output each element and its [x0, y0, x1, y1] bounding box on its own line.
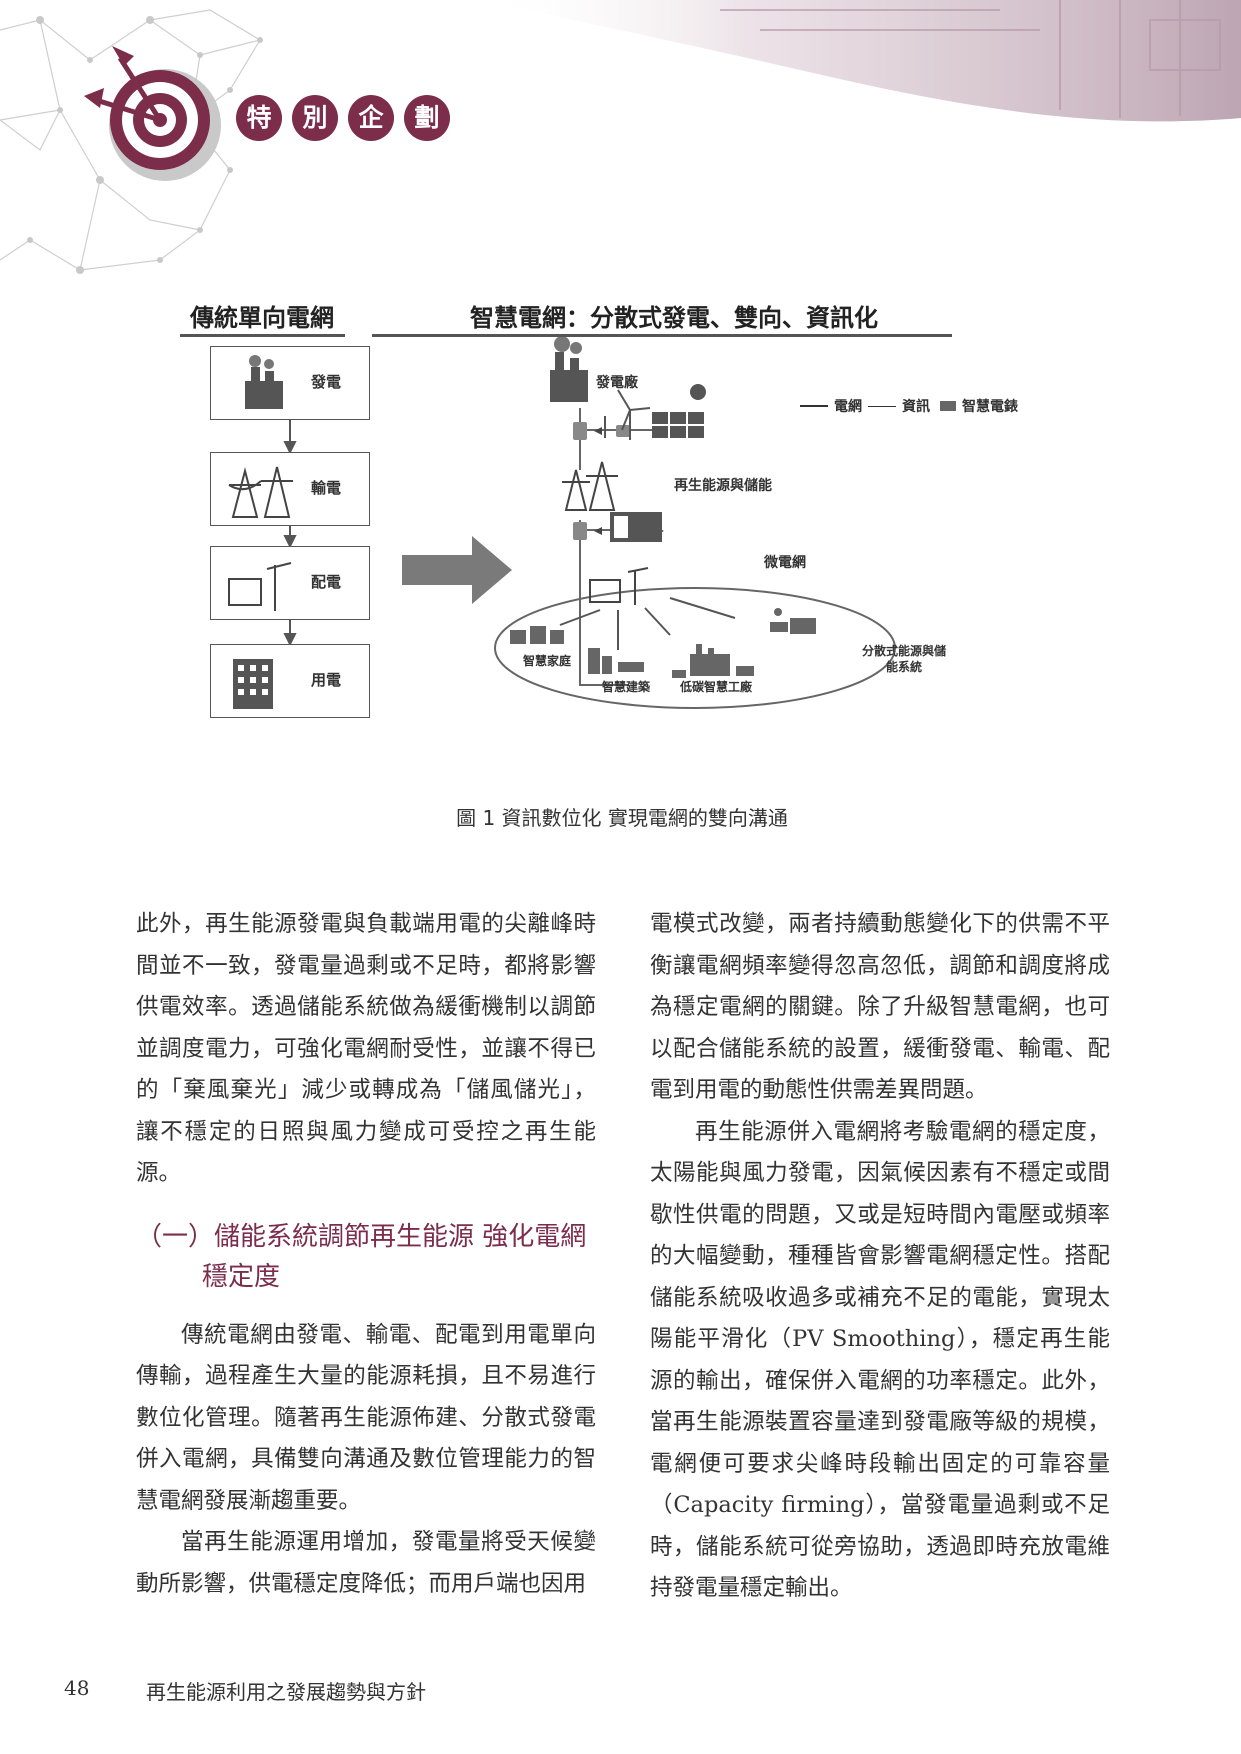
big-arrow [402, 536, 512, 604]
box-generation: 發電 [210, 346, 370, 420]
label-smart-factory: 低碳智慧工廠 [680, 680, 753, 694]
paragraph: 此外，再生能源發電與負載端用電的尖離峰時間並不一致，發電量過剩或不足時，都將影響… [136, 911, 596, 1186]
label-renewable: 再生能源與儲能 [674, 478, 772, 494]
building-icon [233, 659, 273, 709]
microgrid-arrows [559, 597, 736, 650]
paragraph: 電模式改變，兩者持續動態變化下的供需不平衡讓電網頻率變得忽高忽低，調節和調度將成… [650, 911, 1110, 1103]
sun-icon [690, 384, 706, 400]
grid-lines [579, 408, 660, 686]
article-column-right: 電模式改變，兩者持續動態變化下的供需不平衡讓電網頻率變得忽高忽低，調節和調度將成… [650, 904, 1110, 1610]
microgrid-icons [510, 608, 816, 678]
label-smart-home: 智慧家庭 [523, 654, 572, 668]
header-decoration [0, 0, 1241, 274]
legend-info-line [868, 405, 896, 407]
transformer-icon [589, 567, 649, 605]
section-heading: （一）儲能系統調節再生能源 強化電網 穩定度 [136, 1217, 596, 1297]
label-smart-building: 智慧建築 [602, 680, 651, 694]
figure-legend: 電網 資訊 智慧電錶 [800, 396, 1018, 416]
badge-char: 企 [348, 95, 394, 141]
section-badge: 特 別 企 劃 [236, 95, 450, 141]
label-distributed-1: 分散式能源與儲 [862, 644, 947, 658]
solar-panel-icon [652, 412, 704, 438]
power-plant-icon [550, 336, 588, 402]
legend-meter-swatch [940, 401, 956, 411]
storage-container-icon [610, 512, 662, 542]
box-consumption: 用電 [210, 644, 370, 718]
label-plant: 發電廠 [596, 375, 638, 391]
transformer-icon [228, 562, 292, 611]
figure-smart-grid: 傳統單向電網 智慧電網：分散式發電、雙向、資訊化 發電 輸電 [180, 304, 1070, 830]
legend-grid-line [800, 405, 828, 407]
power-plant-icon [245, 355, 283, 409]
wind-turbine-icon [604, 389, 651, 440]
figure-left-title: 傳統單向電網 [190, 304, 334, 332]
article-column-left: 此外，再生能源發電與負載端用電的尖離峰時間並不一致，發電量過剩或不足時，都將影響… [136, 904, 596, 1605]
legend-info-label: 資訊 [902, 399, 930, 415]
transmission-tower-icon [562, 461, 618, 511]
paragraph: 當再生能源運用增加，發電量將受天候變動所影響，供電穩定度降低；而用戶端也因用 [136, 1529, 596, 1597]
badge-char: 特 [236, 95, 282, 141]
box-label: 發電 [311, 373, 342, 391]
figure-graphics [283, 336, 896, 709]
legend-meter-label: 智慧電錶 [962, 399, 1018, 415]
flow-arrows [283, 418, 297, 647]
transmission-tower-icon [228, 466, 293, 518]
box-label: 用電 [311, 671, 342, 689]
publication-title: 再生能源利用之發展趨勢與方針 [146, 1680, 426, 1704]
box-distribution: 配電 [210, 546, 370, 620]
box-transmission: 輸電 [210, 452, 370, 526]
left-title-rule [180, 334, 345, 337]
target-icon [84, 46, 221, 181]
paragraph: 傳統電網由發電、輸電、配電到用電單向傳輸，過程產生大量的能源耗損，且不易進行數位… [136, 1321, 596, 1514]
microgrid-ellipse [494, 587, 896, 709]
paragraph: 再生能源併入電網將考驗電網的穩定度，太陽能與風力發電，因氣候因素有不穩定或間歇性… [650, 1118, 1110, 1602]
badge-char: 別 [292, 95, 338, 141]
header-photo-band [480, 0, 1241, 122]
page-number: 48 [64, 1676, 90, 1700]
section-heading-line-2: 穩定度 [202, 1261, 281, 1292]
section-heading-line-1: （一）儲能系統調節再生能源 強化電網 [136, 1221, 587, 1252]
box-label: 輸電 [311, 479, 342, 497]
badge-char: 劃 [404, 95, 450, 141]
label-microgrid: 微電網 [764, 555, 806, 571]
right-title-rule [372, 334, 952, 337]
label-distributed-2: 能系統 [886, 660, 923, 674]
figure-right-title: 智慧電網：分散式發電、雙向、資訊化 [470, 304, 878, 332]
box-label: 配電 [311, 573, 342, 591]
legend-grid-label: 電網 [834, 399, 862, 415]
figure-caption: 圖 1 資訊數位化 實現電網的雙向溝通 [456, 806, 788, 830]
